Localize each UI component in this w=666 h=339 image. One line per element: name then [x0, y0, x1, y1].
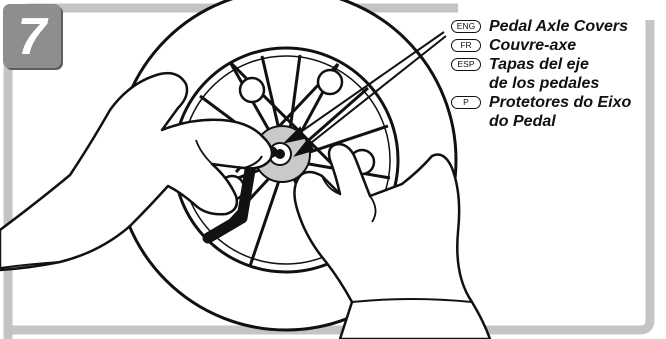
part-label-legend: ENG Pedal Axle Covers FR Couvre-axe ESP …: [451, 17, 663, 131]
label-eng-text: Pedal Axle Covers: [489, 17, 628, 36]
label-p-continued: do Pedal: [451, 112, 663, 131]
label-esp-text-line2: de los pedales: [489, 74, 599, 93]
label-fr: FR Couvre-axe: [451, 36, 663, 55]
label-p: P Protetores do Eixo: [451, 93, 663, 112]
label-eng: ENG Pedal Axle Covers: [451, 17, 663, 36]
label-esp-text-line1: Tapas del eje: [489, 55, 589, 74]
label-p-text-line2: do Pedal: [489, 112, 556, 131]
lang-badge-esp: ESP: [451, 58, 481, 71]
label-esp: ESP Tapas del eje: [451, 55, 663, 74]
step-badge: 7: [3, 4, 61, 68]
label-p-text-line1: Protetores do Eixo: [489, 93, 631, 112]
label-esp-continued: de los pedales: [451, 74, 663, 93]
lang-badge-eng: ENG: [451, 20, 481, 33]
label-fr-text: Couvre-axe: [489, 36, 576, 55]
lang-badge-fr: FR: [451, 39, 481, 52]
step-number: 7: [3, 4, 61, 68]
lang-badge-p: P: [451, 96, 481, 109]
